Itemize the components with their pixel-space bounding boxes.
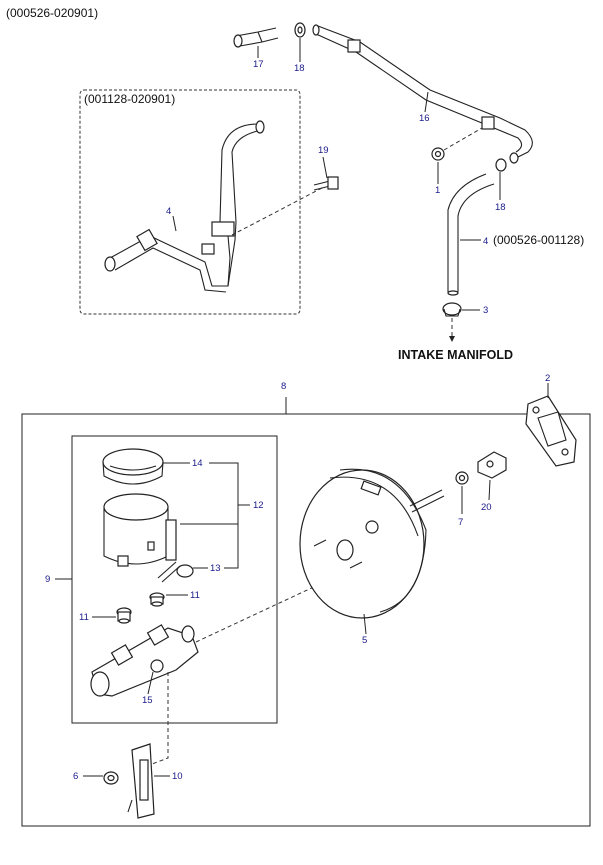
connector-part-3[interactable] [442,302,462,317]
nut-part-7[interactable] [455,471,469,485]
grommet-part-11-left[interactable] [116,607,132,624]
pin-part-13[interactable] [157,561,194,583]
nut-part-6[interactable] [103,771,119,785]
callout-4-main: 4 [483,236,488,247]
hose-4-code: (000526-001128) [493,233,584,247]
reservoir-cap-part-14[interactable] [102,448,164,485]
bracket-part-10[interactable] [127,743,155,819]
inset-hose-part-4[interactable] [104,120,265,293]
callout-10: 10 [172,771,183,782]
callout-16: 16 [419,113,430,124]
callout-11-right: 11 [190,590,200,601]
callout-6: 6 [73,771,78,782]
bolt-part-19[interactable] [313,176,339,191]
inset-box [79,89,301,315]
callout-13: 13 [210,563,221,574]
callout-2: 2 [545,373,550,384]
callout-18-right: 18 [495,202,506,213]
callout-3: 3 [483,305,488,316]
vacuum-hose-part-4[interactable] [447,173,495,296]
callout-19: 19 [318,145,329,156]
callout-12: 12 [253,500,264,511]
callout-8: 8 [281,381,286,392]
callout-18-top: 18 [294,63,305,74]
check-valve-part-1[interactable] [431,147,445,161]
vacuum-hose-part-16[interactable] [312,24,533,164]
callout-1: 1 [435,185,440,196]
callout-9: 9 [45,574,50,585]
callout-14: 14 [192,458,203,469]
arrow-icon [449,336,455,342]
callout-5: 5 [362,635,367,646]
destination-label: INTAKE MANIFOLD [398,348,513,362]
callout-11-left: 11 [79,612,89,623]
master-cylinder-body[interactable] [90,624,199,697]
hose-part-17[interactable] [233,27,279,48]
callout-17: 17 [253,59,264,70]
clamp-part-18-top[interactable] [294,22,306,38]
assembly-box-part-8 [21,413,591,827]
callout-15: 15 [142,695,153,706]
clevis-part-20[interactable] [477,451,507,479]
callout-20: 20 [481,502,492,513]
callout-7: 7 [458,517,463,528]
header-code: (000526-020901) [6,6,98,20]
inset-code: (001128-020901) [84,92,175,106]
gasket-part-2[interactable] [525,395,577,467]
reservoir-part-12[interactable] [103,493,177,567]
grommet-part-11-right[interactable] [149,592,165,607]
callout-4-inset: 4 [166,206,171,217]
clamp-part-18-right[interactable] [495,158,507,172]
brake-booster-part-5[interactable] [299,468,445,619]
